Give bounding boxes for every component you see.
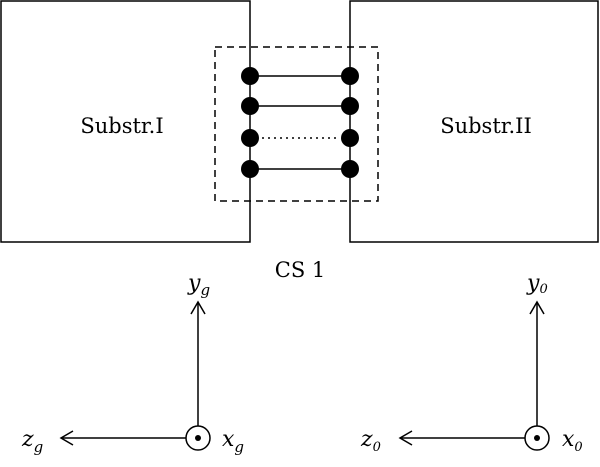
global-y-label: yg xyxy=(187,271,210,299)
right-node-1 xyxy=(341,67,359,85)
left-node-3 xyxy=(241,129,259,147)
global-coordinate-system: yg zg xg xyxy=(21,271,244,456)
local-z-label: z0 xyxy=(360,427,381,455)
left-node-2 xyxy=(241,97,259,115)
substrate-2-label: Substr.II xyxy=(440,114,532,138)
local-y-arrowhead xyxy=(529,300,545,315)
global-z-arrowhead xyxy=(59,430,74,446)
left-node-1 xyxy=(241,67,259,85)
substrate-2-box xyxy=(349,0,599,243)
substrate-1-box xyxy=(0,0,251,243)
global-x-label: xg xyxy=(222,427,244,456)
right-node-4 xyxy=(341,160,359,178)
local-x-label: x0 xyxy=(562,427,583,455)
local-x-axis-dot xyxy=(534,435,540,441)
global-x-axis-out-of-page-icon xyxy=(185,425,211,451)
local-z-arrowhead xyxy=(398,430,413,446)
local-coordinate-system: y0 z0 x0 xyxy=(360,271,583,455)
global-z-label: zg xyxy=(21,427,43,456)
right-node-3 xyxy=(341,129,359,147)
right-node-2 xyxy=(341,97,359,115)
global-x-axis-dot xyxy=(195,435,201,441)
local-y-label: y0 xyxy=(526,271,548,297)
coupling-region-dashed-box xyxy=(214,46,379,202)
substrate-1-label: Substr.I xyxy=(80,114,163,138)
coupling-label: CS 1 xyxy=(275,258,326,282)
left-node-4 xyxy=(241,160,259,178)
global-y-arrowhead xyxy=(190,300,206,315)
local-x-axis-out-of-page-icon xyxy=(524,425,550,451)
